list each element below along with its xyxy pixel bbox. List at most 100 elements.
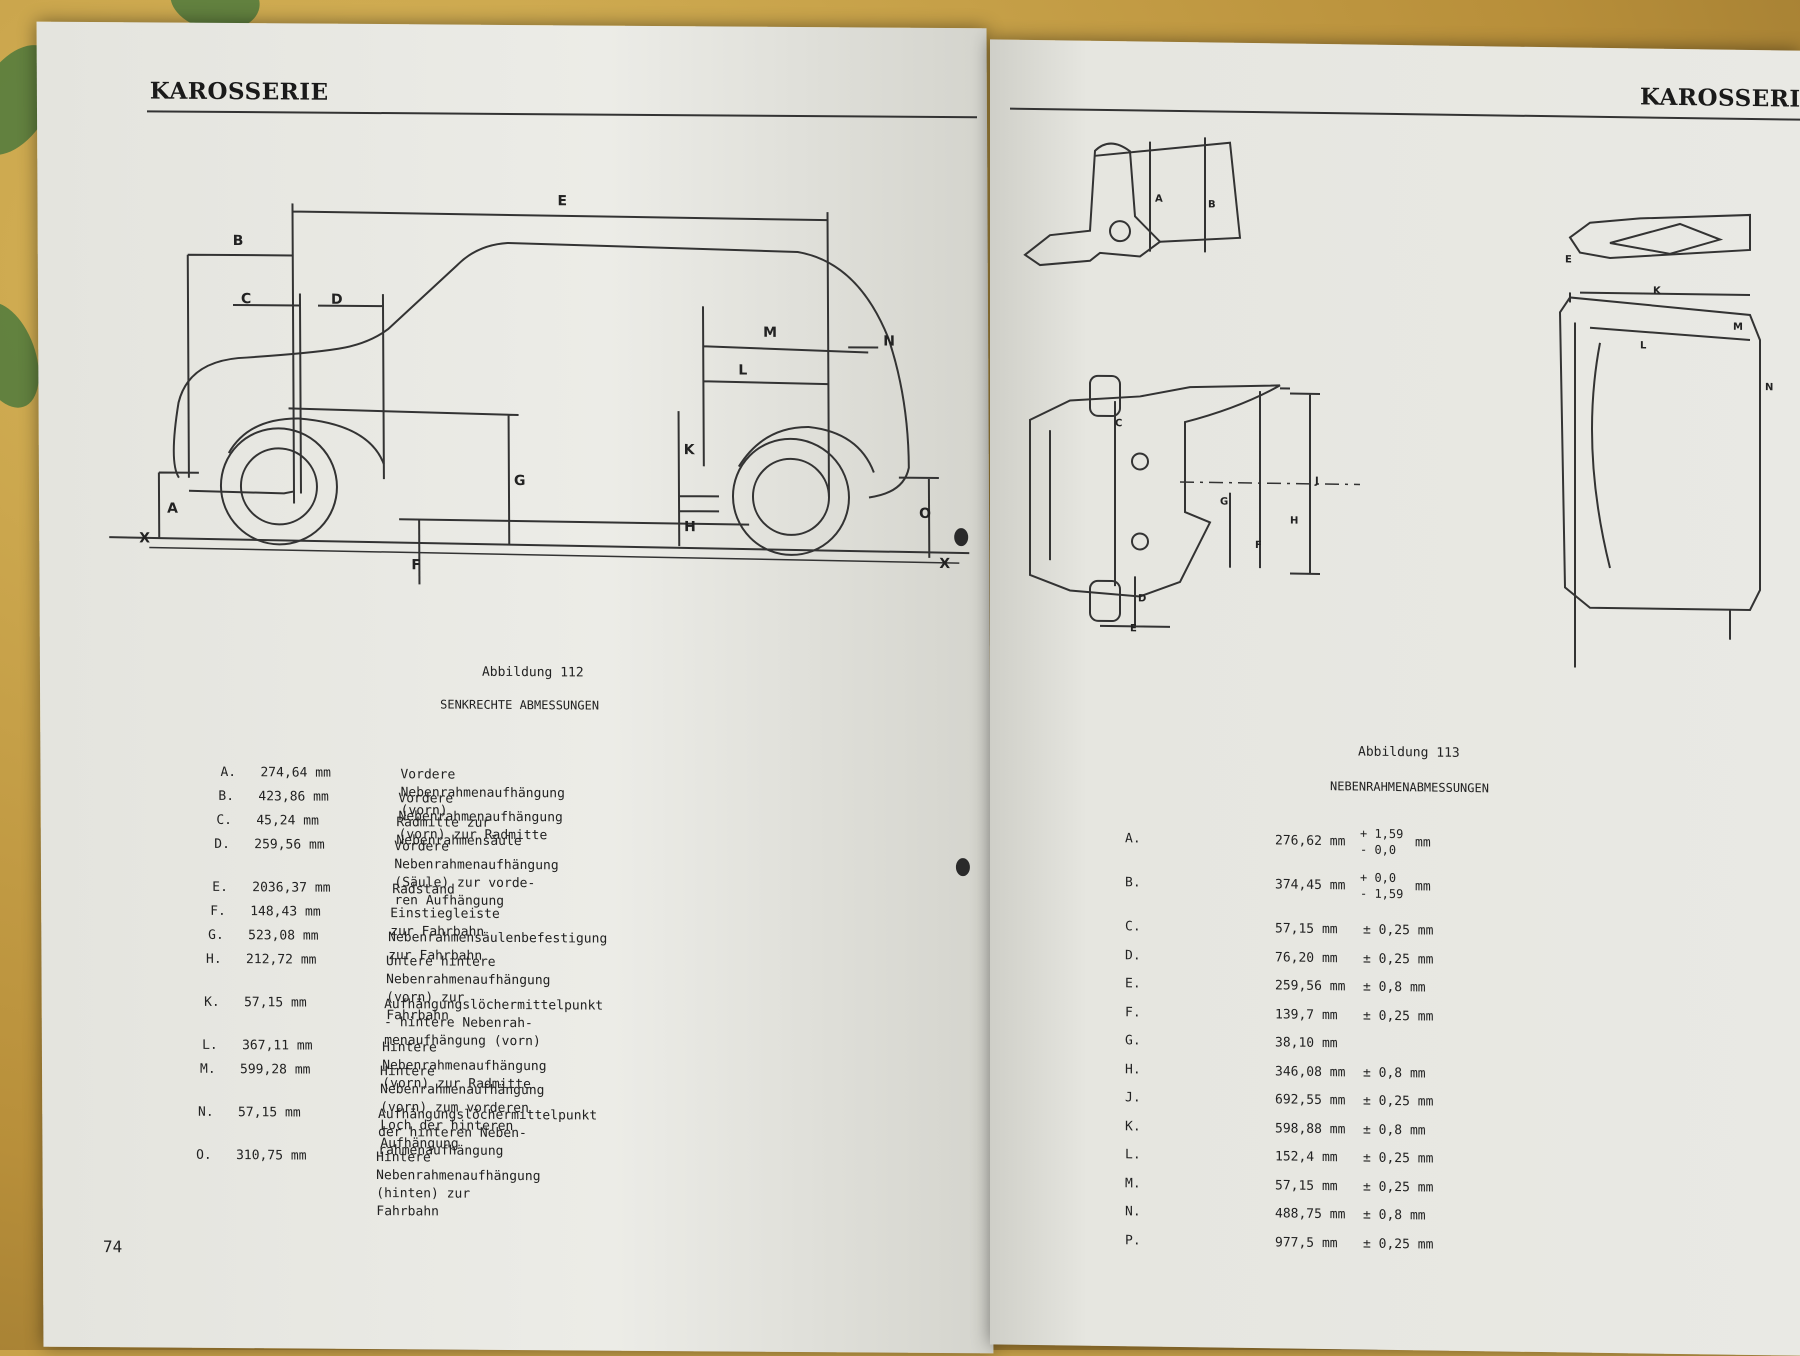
dimension-value: 310,75 mm xyxy=(236,1148,307,1164)
svg-text:C: C xyxy=(1115,418,1122,429)
svg-text:E: E xyxy=(557,193,567,209)
svg-text:L: L xyxy=(1640,340,1647,351)
tolerance: ± 0,8 mm xyxy=(1363,1065,1426,1081)
dimension-value: 139,7 mm xyxy=(1275,1006,1338,1023)
svg-text:C: C xyxy=(241,291,251,307)
dimension-key: M. xyxy=(1125,1175,1141,1191)
tolerance: ± 0,25 mm xyxy=(1363,1008,1434,1025)
left-page: KAROSSERIE xyxy=(36,21,994,1354)
dimension-description: Hintere Nebenrahmenaufhängung (hinten) z… xyxy=(376,1150,541,1220)
svg-text:K: K xyxy=(1653,286,1662,297)
svg-text:F: F xyxy=(1255,540,1262,551)
dimension-value: 212,72 mm xyxy=(245,952,317,968)
dimension-value: 598,88 mm xyxy=(1275,1120,1346,1137)
dimension-key: E. xyxy=(212,879,228,895)
dimension-key: B. xyxy=(1125,875,1141,891)
dimension-value: 523,08 mm xyxy=(248,928,319,944)
dimension-key: E. xyxy=(1125,976,1141,992)
svg-text:B: B xyxy=(1208,199,1216,210)
svg-text:B: B xyxy=(233,233,244,249)
tolerance-plus: + 1,59 xyxy=(1360,826,1404,842)
dimension-key: C. xyxy=(216,812,233,829)
subframe-diagrams: A B C D E F G H J E K M L N xyxy=(1023,137,1773,668)
dimension-key: N. xyxy=(197,1104,214,1120)
svg-text:K: K xyxy=(684,442,696,458)
svg-text:A: A xyxy=(1155,194,1163,205)
tolerance: ± 0,25 mm xyxy=(1363,1150,1434,1167)
svg-text:O: O xyxy=(919,506,931,522)
dimension-key: P. xyxy=(1125,1232,1141,1248)
dimension-value: 488,75 mm xyxy=(1275,1206,1346,1223)
dimension-key: G. xyxy=(1125,1033,1141,1049)
dimension-value: 57,15 mm xyxy=(237,1105,301,1121)
tolerance: ± 0,8 mm xyxy=(1363,1122,1426,1138)
binder-hole xyxy=(954,528,969,547)
svg-text:X: X xyxy=(139,530,150,546)
dimension-key: F. xyxy=(210,903,226,919)
tolerance: ± 0,8 mm xyxy=(1363,979,1426,996)
dimension-value: 423,86 mm xyxy=(258,789,329,805)
svg-text:L: L xyxy=(738,363,747,379)
dimension-key: A. xyxy=(1125,831,1141,847)
dimension-description: Vordere Nebenrahmenaufhängung (Säule) zu… xyxy=(394,839,559,909)
svg-text:X: X xyxy=(939,556,950,572)
svg-text:M: M xyxy=(1733,322,1743,333)
dimension-key: K. xyxy=(1125,1118,1141,1134)
dimension-value: 148,43 mm xyxy=(250,904,321,920)
dimension-key: A. xyxy=(220,764,237,781)
dimension-key: D. xyxy=(214,836,230,853)
dimension-key: H. xyxy=(205,951,222,967)
svg-text:D: D xyxy=(331,292,343,308)
svg-text:N: N xyxy=(1765,382,1773,393)
svg-text:F: F xyxy=(411,557,421,573)
dimension-key: B. xyxy=(218,788,235,805)
dimension-value: 374,45 mm xyxy=(1275,877,1346,894)
figure-caption: Abbildung 112 xyxy=(481,664,584,681)
figure-subtitle: NEBENRAHMENABMESSUNGEN xyxy=(1330,779,1489,796)
tolerance: ± 0,25 mm xyxy=(1363,922,1434,939)
right-page: KAROSSERIE xyxy=(990,39,1800,1356)
dimension-value: 977,5 mm xyxy=(1275,1234,1338,1251)
dimension-value: 152,4 mm xyxy=(1275,1149,1338,1166)
dimension-key: C. xyxy=(1125,919,1141,935)
dimension-value: 692,55 mm xyxy=(1275,1092,1346,1109)
dimension-description: Radstand xyxy=(392,882,455,898)
svg-text:A: A xyxy=(167,501,178,517)
svg-text:N: N xyxy=(883,334,895,350)
dimension-value: 276,62 mm xyxy=(1275,833,1346,850)
svg-text:H: H xyxy=(684,519,696,535)
dimension-key: F. xyxy=(1125,1004,1141,1020)
dimension-value: 57,15 mm xyxy=(244,995,307,1011)
figure-subtitle: SENKRECHTE ABMESSUNGEN xyxy=(440,697,600,713)
dimension-key: G. xyxy=(208,927,224,943)
svg-text:D: D xyxy=(1138,593,1146,604)
svg-text:G: G xyxy=(1220,497,1228,508)
dimension-value: 367,11 mm xyxy=(242,1038,313,1054)
svg-text:M: M xyxy=(763,325,777,341)
svg-text:G: G xyxy=(514,473,526,489)
dimension-value: 45,24 mm xyxy=(256,813,319,829)
tolerance-unit: mm xyxy=(1415,835,1431,851)
dimension-key: L. xyxy=(1125,1147,1141,1163)
dimension-value: 2036,37 mm xyxy=(252,880,331,896)
dimension-value: 259,56 mm xyxy=(1275,978,1346,995)
svg-text:J: J xyxy=(1314,476,1319,487)
figure-caption: Abbildung 113 xyxy=(1358,744,1460,761)
page-number: 74 xyxy=(102,1237,123,1257)
dimension-key: L. xyxy=(202,1037,218,1053)
tolerance: ± 0,25 mm xyxy=(1363,1179,1434,1196)
svg-text:E: E xyxy=(1565,254,1572,265)
dimension-value: 57,15 mm xyxy=(1275,1177,1338,1194)
dimension-value: 346,08 mm xyxy=(1275,1063,1346,1080)
tolerance-plus: + 0,0 xyxy=(1360,870,1397,886)
dimension-key: M. xyxy=(199,1061,216,1077)
tolerance: ± 0,25 mm xyxy=(1363,1236,1434,1253)
dimension-key: K. xyxy=(204,994,220,1010)
dimension-key: J. xyxy=(1125,1090,1141,1106)
dimension-key: D. xyxy=(1125,947,1141,963)
tolerance-unit: mm xyxy=(1415,879,1431,895)
tolerance: ± 0,25 mm xyxy=(1363,1093,1434,1110)
dimension-value: 38,10 mm xyxy=(1275,1035,1338,1052)
tolerance: ± 0,8 mm xyxy=(1363,1207,1426,1224)
svg-text:E: E xyxy=(1130,623,1137,634)
